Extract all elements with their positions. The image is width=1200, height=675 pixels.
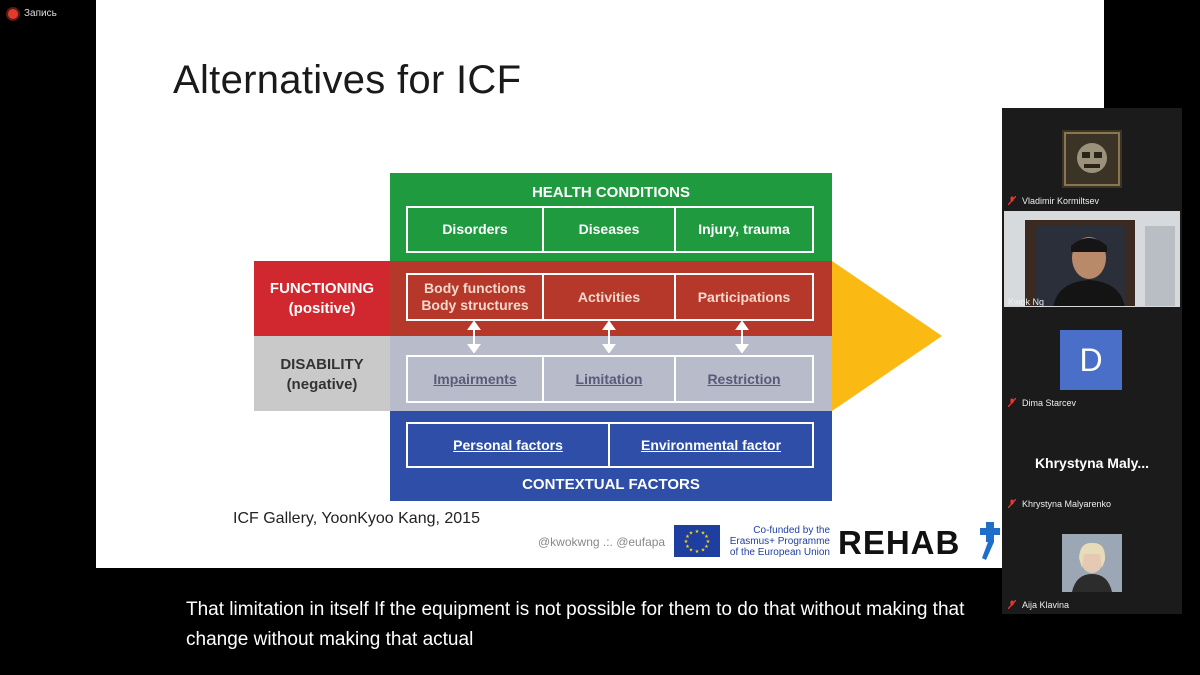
social-handles: @kwokwng .:. @eufapa [538,535,666,549]
eu-text-line-1: Co-funded by the [753,525,830,536]
personal-factors-cell: Personal factors [406,422,610,468]
eu-text-line-3: of the European Union [729,547,830,558]
svg-text:★: ★ [704,534,709,540]
bidirectional-arrows [467,321,749,353]
health-conditions-box [390,173,832,261]
letter-avatar: D [1060,330,1122,390]
svg-text:★: ★ [695,549,700,555]
svg-text:★: ★ [701,531,706,537]
contextual-factors-box [390,411,832,501]
disorders-cell: Disorders [406,206,544,253]
participant-tile[interactable]: Khrystyna Maly... Khrystyna Malyarenko [1002,411,1182,511]
citation: ICF Gallery, YoonKyoo Kang, 2015 [233,510,480,527]
eu-flag-icon: ★★★ ★★★ ★★★ ★★★ [674,525,720,557]
recording-label: Запись [24,8,57,19]
muted-mic-icon [1008,398,1016,407]
body-structures-text: Body structures [421,297,529,313]
diseases-cell: Diseases [542,206,676,253]
rehab-figure-icon [980,522,1000,560]
outcome-arrow [832,261,942,411]
disability-label: DISABILITY (negative) [254,355,390,395]
participant-name: Vladimir Kormiltsev [1022,196,1100,206]
participants-panel: Vladimir Kormiltsev Kwok Ng D Dima Starc… [1002,108,1182,614]
participant-tile[interactable]: Vladimir Kormiltsev [1002,108,1182,208]
svg-text:★: ★ [689,531,694,537]
avatar [1062,534,1122,592]
svg-text:★: ★ [689,548,694,554]
restriction-cell: Restriction [674,355,814,403]
participant-tile[interactable]: D Dima Starcev [1002,310,1182,410]
limitation-cell: Limitation [542,355,676,403]
participant-name: Kwok Ng [1008,297,1045,307]
body-functions-text: Body functions [424,280,526,296]
participant-video [1004,211,1180,307]
functioning-subtitle: (positive) [288,300,356,317]
disability-subtitle: (negative) [286,376,358,393]
live-caption: That limitation in itself If the equipme… [186,599,965,650]
participant-name: Khrystyna Malyarenko [1022,499,1112,509]
rehab-logo: REHAB [838,524,961,561]
participant-tile-active[interactable]: Kwok Ng [1002,209,1182,309]
erasmus-cofunded-text: Co-funded by the Erasmus+ Programme of t… [728,525,830,558]
svg-text:★: ★ [706,539,711,545]
shared-slide: Alternatives for ICF HEALTH CONDITIONS D… [96,0,1104,568]
health-conditions-header: HEALTH CONDITIONS [531,184,691,201]
participant-display-name: Khrystyna Maly... [1034,455,1150,471]
recording-indicator[interactable]: Запись [8,8,57,19]
muted-mic-icon [1008,196,1016,205]
injury-trauma-cell: Injury, trauma [674,206,814,253]
body-functions-cell: Body functions Body structures [406,273,544,321]
video-feed [1005,212,1179,306]
svg-text:★: ★ [695,529,700,535]
participations-cell: Participations [674,273,814,321]
activities-cell: Activities [542,273,676,321]
svg-text:★: ★ [685,534,690,540]
eu-text-line-2: Erasmus+ Programme [729,536,830,547]
slide-title: Alternatives for ICF [173,58,522,102]
disability-title: DISABILITY [280,356,364,373]
muted-mic-icon [1008,499,1016,508]
svg-text:★: ★ [684,539,689,545]
functioning-title: FUNCTIONING [269,280,375,297]
muted-mic-icon [1008,600,1016,609]
participant-name: Aija Klavina [1022,600,1070,610]
impairments-cell: Impairments [406,355,544,403]
functioning-label: FUNCTIONING (positive) [254,279,390,319]
svg-text:★: ★ [704,544,709,550]
svg-text:★: ★ [685,544,690,550]
svg-text:★: ★ [701,548,706,554]
participant-tile[interactable]: Aija Klavina [1002,512,1182,612]
environmental-factor-cell: Environmental factor [608,422,814,468]
contextual-factors-header: CONTEXTUAL FACTORS [522,476,700,493]
record-icon [8,8,18,19]
icf-diagram: HEALTH CONDITIONS Disorders Diseases Inj… [254,173,944,503]
participant-name: Dima Starcev [1022,398,1077,408]
avatar [1062,130,1122,188]
